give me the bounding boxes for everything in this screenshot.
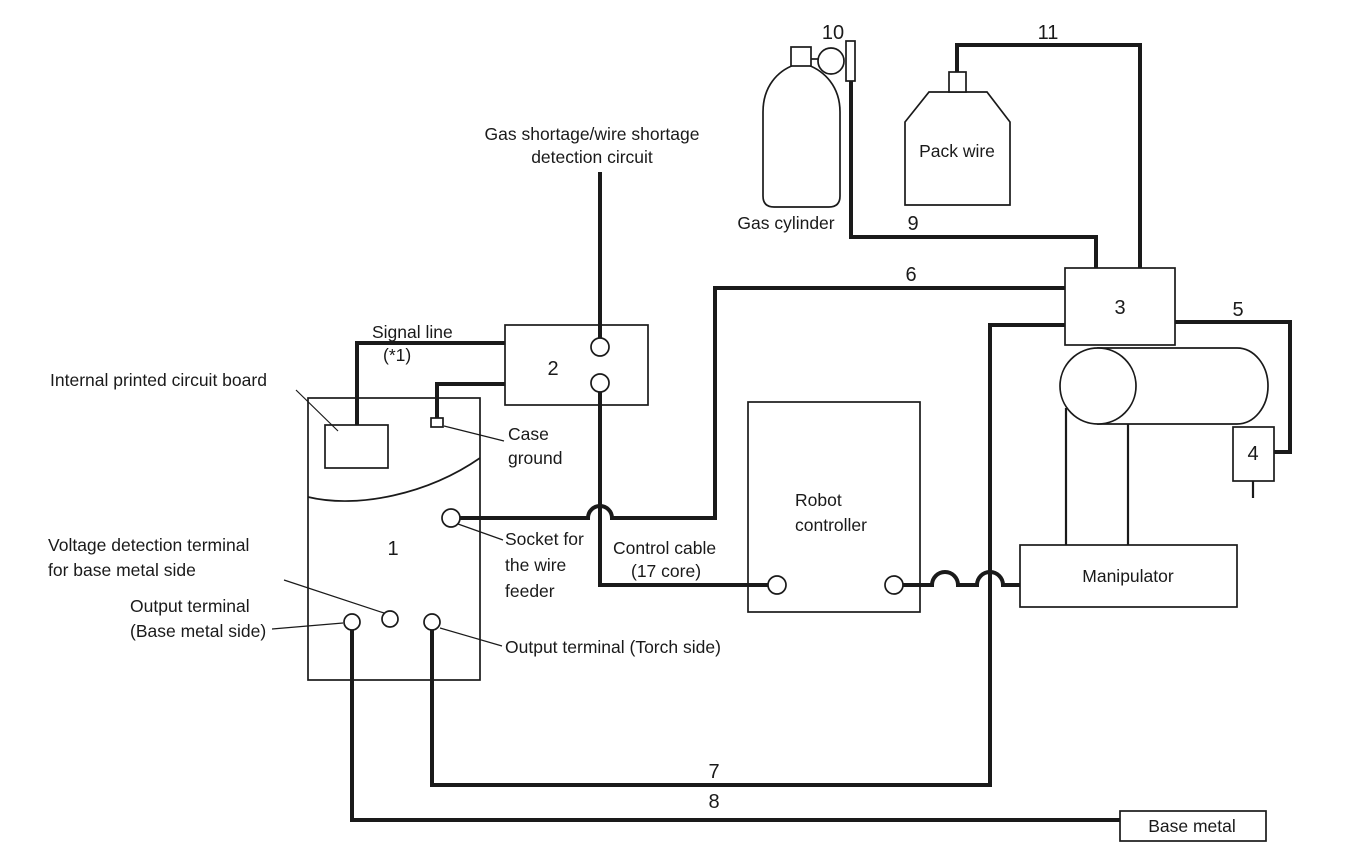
label-gas-detection-line2: detection circuit xyxy=(531,147,653,167)
cylinder-neck xyxy=(790,46,812,67)
label-socket-line1: Socket for xyxy=(505,529,584,549)
detection-unit-outline xyxy=(504,324,649,406)
torch-box-4 xyxy=(1232,426,1275,498)
output-terminal-base-node xyxy=(343,613,361,631)
signal-line-path xyxy=(355,341,505,425)
detection-top-terminal xyxy=(590,337,610,357)
output-torch-pointer-line xyxy=(439,627,503,647)
label-case-ground-line2: ground xyxy=(508,448,563,468)
case-ground-pointer-line xyxy=(443,425,505,442)
label-socket-line3: feeder xyxy=(505,581,555,601)
number-10: 10 xyxy=(822,22,844,44)
number-9: 9 xyxy=(907,213,918,235)
internal-pcb-rect xyxy=(324,424,389,469)
label-socket-line2: the wire xyxy=(505,555,566,575)
label-output-base-line1: Output terminal xyxy=(130,596,250,616)
socket-pointer-line xyxy=(457,523,504,541)
controller-left-terminal xyxy=(767,575,787,595)
number-1: 1 xyxy=(387,538,398,560)
label-gas-cylinder: Gas cylinder xyxy=(737,213,834,233)
case-ground-line xyxy=(435,382,505,418)
controller-right-terminal xyxy=(884,575,904,595)
manipulator-outline xyxy=(1019,544,1238,608)
wire-feeder-outline xyxy=(1064,267,1176,346)
regulator-valve-bar xyxy=(845,40,856,82)
manipulator-box xyxy=(1019,544,1238,608)
detection-bottom-terminal xyxy=(590,373,610,393)
label-robot-controller-line1: Robot xyxy=(795,490,842,510)
voltage-detection-terminal xyxy=(381,610,399,628)
number-4: 4 xyxy=(1247,443,1258,465)
label-internal-pcb: Internal printed circuit board xyxy=(50,370,267,390)
number-5: 5 xyxy=(1232,299,1243,321)
pcb-pointer-line xyxy=(295,389,339,432)
cylinder-bottle xyxy=(762,64,841,208)
detection-unit-box-2 xyxy=(504,324,649,406)
arm-joint-circle xyxy=(1059,347,1137,425)
number-3: 3 xyxy=(1114,297,1125,319)
label-gas-detection-line1: Gas shortage/wire shortage xyxy=(485,124,700,144)
pack-wire-neck xyxy=(948,71,967,93)
label-voltage-detection-line1: Voltage detection terminal xyxy=(48,535,249,555)
cable-11-line xyxy=(955,43,1142,268)
base-metal-outline xyxy=(1119,810,1267,842)
label-robot-controller-line2: controller xyxy=(795,515,867,535)
pack-wire-shape xyxy=(904,71,1011,206)
wire-feeder-socket xyxy=(441,508,461,528)
controller-manipulator-line xyxy=(903,570,1020,587)
output-terminal-torch-node xyxy=(423,613,441,631)
cable-5-torch-line xyxy=(1175,320,1292,454)
cable-7-power-line xyxy=(430,323,1065,787)
voltage-pointer-line xyxy=(283,579,385,614)
control-cable-line xyxy=(598,392,768,587)
label-base-metal: Base metal xyxy=(1148,816,1236,836)
wire-feeder-box-3 xyxy=(1064,267,1176,346)
arm-capsule-body xyxy=(1097,347,1269,425)
cable-6-feeder-line xyxy=(460,286,1065,520)
label-control-cable-line2: (17 core) xyxy=(631,561,701,581)
number-6: 6 xyxy=(905,264,916,286)
label-voltage-detection-line2: for base metal side xyxy=(48,560,196,580)
label-manipulator: Manipulator xyxy=(1082,566,1174,586)
regulator-gauge xyxy=(817,47,845,75)
power-source-box-1 xyxy=(307,397,481,681)
label-control-cable-line1: Control cable xyxy=(613,538,716,558)
manipulator-arm xyxy=(1059,347,1269,545)
base-metal-box xyxy=(1119,810,1267,842)
label-signal-line-line1: Signal line xyxy=(372,322,453,342)
torch-outline xyxy=(1232,426,1275,482)
cable-9-gas-hose xyxy=(849,81,1098,268)
case-ground-lug xyxy=(430,417,444,428)
cable-8-base-metal-line xyxy=(350,630,1120,822)
label-pack-wire: Pack wire xyxy=(919,141,995,161)
gas-cylinder-shape xyxy=(762,40,856,208)
number-11: 11 xyxy=(1038,22,1059,44)
pack-wire-drum xyxy=(904,91,1011,206)
label-output-torch: Output terminal (Torch side) xyxy=(505,637,721,657)
number-2: 2 xyxy=(547,358,558,380)
panel-curve xyxy=(307,457,481,502)
label-output-base-line2: (Base metal side) xyxy=(130,621,266,641)
number-8: 8 xyxy=(708,791,719,813)
label-signal-line-line2: (*1) xyxy=(383,345,411,365)
number-7: 7 xyxy=(708,761,719,783)
label-case-ground-line1: Case xyxy=(508,424,549,444)
output-base-pointer-line xyxy=(271,622,344,630)
